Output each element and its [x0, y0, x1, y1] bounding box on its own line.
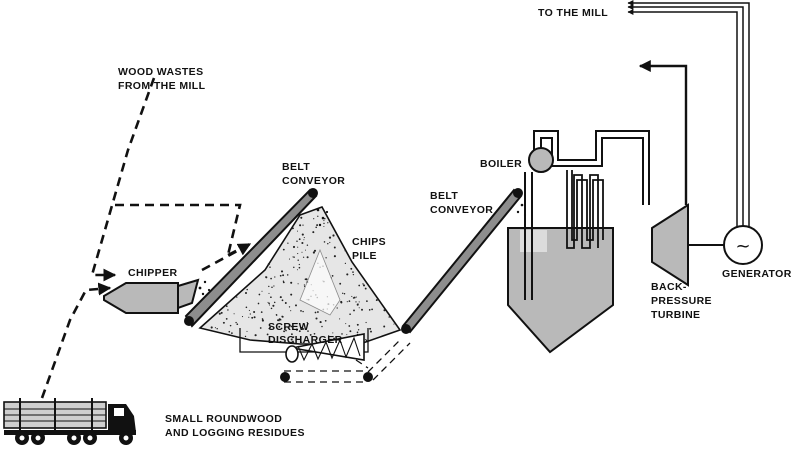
chips-pile-label-1: CHIPS	[352, 236, 386, 248]
belt-conveyor-2-label-2: CONVEYOR	[430, 204, 493, 216]
logging-truck	[3, 398, 136, 445]
boiler-label: BOILER	[480, 158, 522, 170]
roundwood-label-2: AND LOGGING RESIDUES	[165, 427, 305, 439]
belt-conveyor-2	[401, 188, 527, 334]
roundwood-label-1: SMALL ROUNDWOOD	[165, 413, 282, 425]
belt-conveyor-1	[184, 188, 329, 328]
chipper	[103, 278, 211, 314]
to-mill-lines	[627, 0, 750, 236]
turbine-label-2: PRESSURE	[651, 295, 712, 307]
to-mill-label: TO THE MILL	[538, 7, 608, 19]
bottom-conveyor	[280, 339, 411, 383]
chips-pile	[198, 206, 402, 345]
belt-conveyor-1-label-1: BELT	[282, 161, 310, 173]
back-pressure-turbine	[651, 203, 724, 287]
screw-discharger	[239, 328, 369, 363]
turbine-label-1: BACK-	[651, 281, 687, 293]
belt-conveyor-2-label-1: BELT	[430, 190, 458, 202]
turbine-label-3: TURBINE	[651, 309, 700, 321]
wood-wastes-flow	[90, 77, 252, 282]
generator-label: GENERATOR	[722, 268, 792, 280]
wood-wastes-label-1: WOOD WASTES	[118, 66, 203, 78]
wood-wastes-label-2: FROM THE MILL	[118, 80, 206, 92]
boiler	[507, 130, 650, 354]
generator: ~	[723, 225, 763, 265]
chips-pile-label-2: PILE	[352, 250, 377, 262]
generator-symbol: ~	[735, 236, 750, 257]
belt-conveyor-1-label-2: CONVEYOR	[282, 175, 345, 187]
screw-discharger-label-1: SCREW	[268, 321, 309, 333]
chipper-label: CHIPPER	[128, 267, 177, 279]
turbine-exhaust-arrow	[638, 60, 688, 205]
roundwood-flow	[40, 282, 112, 399]
screw-discharger-label-2: DISCHARGER	[268, 334, 343, 346]
